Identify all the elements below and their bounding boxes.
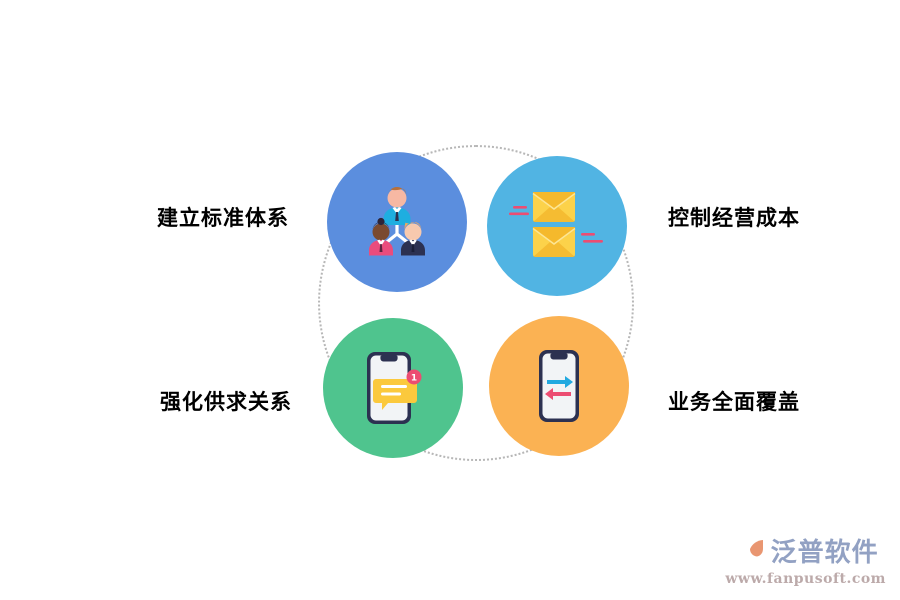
dotted-connector-ring [318,145,634,461]
node-circle-coverage[interactable] [489,316,629,456]
label-supply: 强化供求关系 [160,390,292,414]
label-coverage: 业务全面覆盖 [668,390,800,414]
node-circle-supply[interactable]: 1 [323,318,463,458]
phone-message-icon: 1 [347,342,439,434]
fanpu-logo-icon [733,536,767,570]
watermark-brand-row: 泛普软件 [733,536,879,570]
label-cost: 控制经营成本 [668,206,800,230]
node-circle-cost[interactable] [487,156,627,296]
envelopes-icon [509,186,605,266]
label-standards: 建立标准体系 [157,206,289,230]
team-people-icon [351,176,443,268]
watermark: 泛普软件 www.fanpusoft.com [725,536,886,586]
notification-badge-count: 1 [411,373,417,383]
watermark-brand-name: 泛普软件 [770,538,879,568]
watermark-url: www.fanpusoft.com [725,571,886,587]
phone-transfer-icon [513,340,605,432]
node-circle-standards[interactable] [327,152,467,292]
